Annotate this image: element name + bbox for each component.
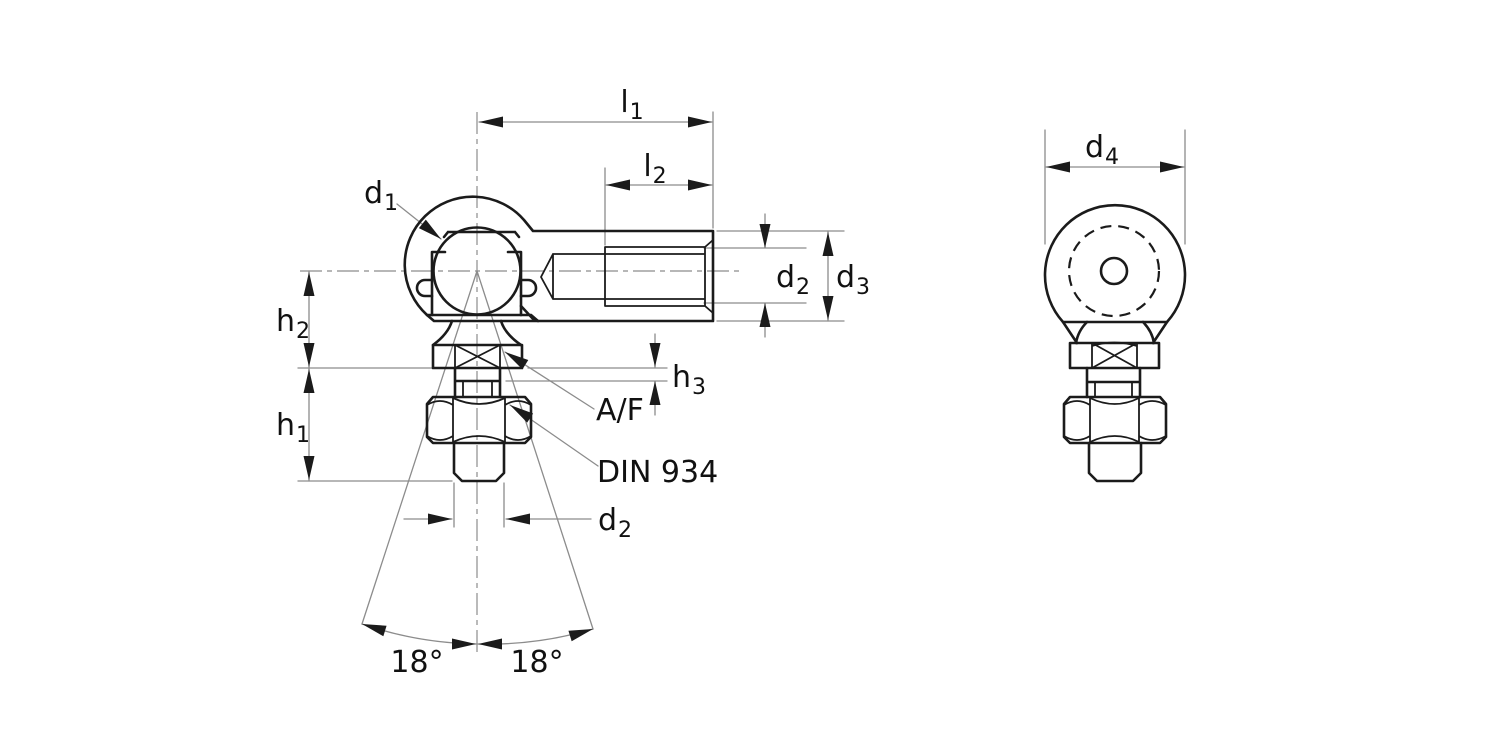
side-extension-lines [1044,129,1186,245]
thread-bore [540,239,714,314]
arrow-l1-right [688,116,712,128]
side-stud-collar-thread [1094,381,1133,398]
arrow-stud-d2-left [428,513,452,525]
housing-outline [403,195,715,323]
arrow-d2-bottom [759,303,771,327]
side-hex-nut-facets [1063,396,1167,444]
side-swivel-washer [1068,341,1161,370]
dim-label-d1: d1 [364,176,398,216]
arrow-h3-bottom [649,381,661,405]
dim-label-d2-stud: d2 [598,503,632,543]
arrow-h3-top [649,343,661,367]
arrow-h1-top [303,369,315,393]
arrow-h2-bottom [303,343,315,367]
arrow-arc-right-outer [568,623,595,642]
socket-crimp-ears [415,278,538,298]
socket-walls [430,250,523,317]
dim-label-d4: d4 [1085,130,1119,170]
arrow-d4-left [1046,161,1070,173]
dim-label-l1: l1 [620,85,643,125]
side-swivel-washer-knurl [1091,341,1138,369]
side-housing-outline [1043,203,1187,324]
front-view: l1 l2 d1 d2 d3 h2 h1 h3 A/F DIN 934 d2 1… [276,85,870,680]
dim-label-d3: d3 [836,260,870,300]
side-neck [1061,320,1169,345]
label-swivel-angle-left: 18° [390,645,443,680]
arrow-h2-top [303,272,315,296]
arrow-d2-top [759,224,771,248]
swivel-washer-knurl [454,344,501,369]
dim-label-l2: l2 [643,149,666,189]
dim-label-d2-bore: d2 [776,260,810,300]
arrow-af-leader [502,347,529,370]
dim-label-h1: h1 [276,408,310,448]
arrow-d3-top [822,232,834,256]
side-stud-end [1087,441,1143,483]
arrow-h1-bottom [303,456,315,480]
side-ball-hidden-circle [1067,224,1161,318]
arrow-l2-left [606,179,630,191]
hex-nut-facets [426,396,532,444]
side-pivot-hole [1099,256,1129,286]
front-centerlines [300,112,740,655]
label-nut-standard: DIN 934 [597,455,718,490]
arrow-arc-right-inner [478,638,502,650]
stud-end [452,441,506,483]
label-across-flats: A/F [596,393,644,428]
ball [432,226,522,316]
side-hex-nut [1062,395,1168,445]
label-swivel-angle-right: 18° [510,645,563,680]
arrow-d3-bottom [822,296,834,320]
swivel-cone-lines [361,270,594,630]
arrow-d4-right [1160,161,1184,173]
side-view: d4 [1043,129,1187,483]
arrow-arc-left-outer [360,618,387,637]
neck [431,319,523,347]
dim-label-h2: h2 [276,304,310,344]
arrow-arc-left-inner [452,638,476,650]
socket-rim-edge [442,230,521,239]
arrow-l1-left [479,116,503,128]
arrow-stud-d2-right [506,513,530,525]
hex-nut [425,395,533,445]
dim-label-h3: h3 [672,360,706,400]
arrow-d1-leader [418,219,445,244]
stud-collar-thread [462,380,493,398]
arrow-l2-right [688,179,712,191]
